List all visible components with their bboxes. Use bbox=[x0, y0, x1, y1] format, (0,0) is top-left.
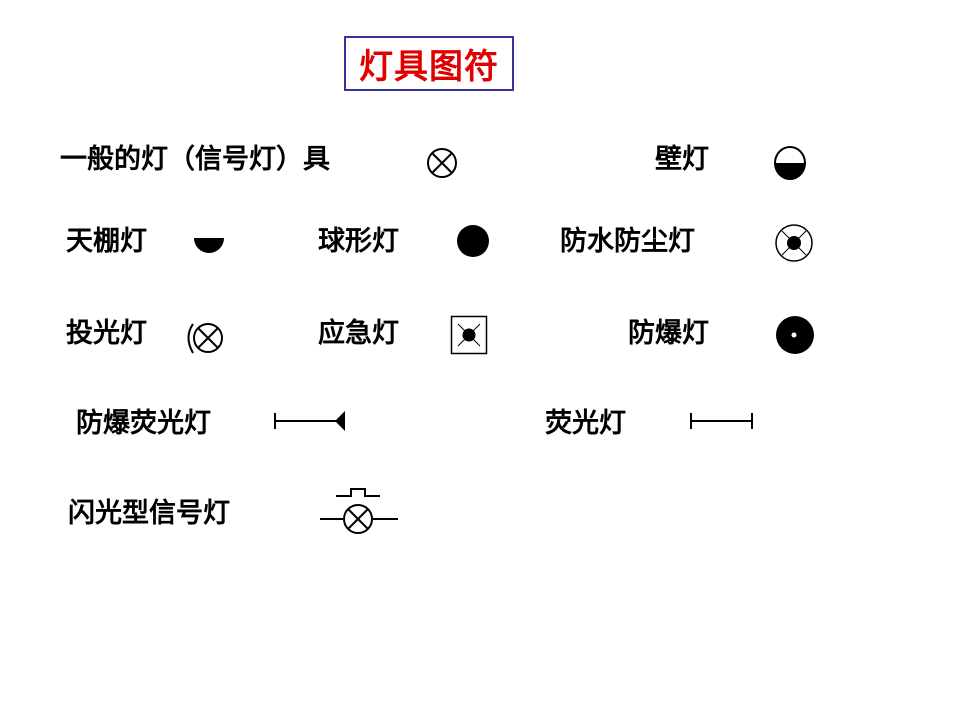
fluorescent-icon bbox=[690, 413, 753, 429]
label-waterproof-dustproof-lamp: 防水防尘灯 bbox=[560, 226, 695, 257]
square-dot-cross-icon bbox=[450, 315, 488, 355]
label-globe-lamp: 球形灯 bbox=[318, 226, 399, 257]
circle-cross-icon bbox=[427, 148, 457, 178]
title-box: 灯具图符 bbox=[344, 36, 514, 91]
half-disc-ceiling-icon bbox=[194, 238, 224, 253]
label-fluorescent-lamp: 荧光灯 bbox=[545, 408, 626, 439]
flashing-signal-icon bbox=[320, 488, 398, 534]
explosion-proof-fluorescent-icon bbox=[274, 411, 345, 431]
circle-dot-cross-icon bbox=[775, 224, 813, 262]
half-filled-circle-icon bbox=[774, 146, 806, 180]
floodlight-icon bbox=[187, 323, 223, 354]
filled-circle-icon bbox=[457, 225, 489, 257]
label-emergency-lamp: 应急灯 bbox=[318, 318, 399, 349]
page-title: 灯具图符 bbox=[359, 47, 499, 87]
label-flashing-signal-lamp: 闪光型信号灯 bbox=[68, 498, 230, 529]
filled-circle-white-dot-icon bbox=[776, 316, 814, 354]
label-explosion-proof-lamp: 防爆灯 bbox=[628, 318, 709, 349]
label-explosion-proof-fluorescent: 防爆荧光灯 bbox=[76, 408, 211, 439]
label-general-lamp: 一般的灯（信号灯）具 bbox=[60, 144, 330, 175]
label-ceiling-lamp: 天棚灯 bbox=[66, 226, 147, 257]
label-floodlight: 投光灯 bbox=[66, 318, 147, 349]
label-wall-lamp: 壁灯 bbox=[655, 144, 709, 175]
